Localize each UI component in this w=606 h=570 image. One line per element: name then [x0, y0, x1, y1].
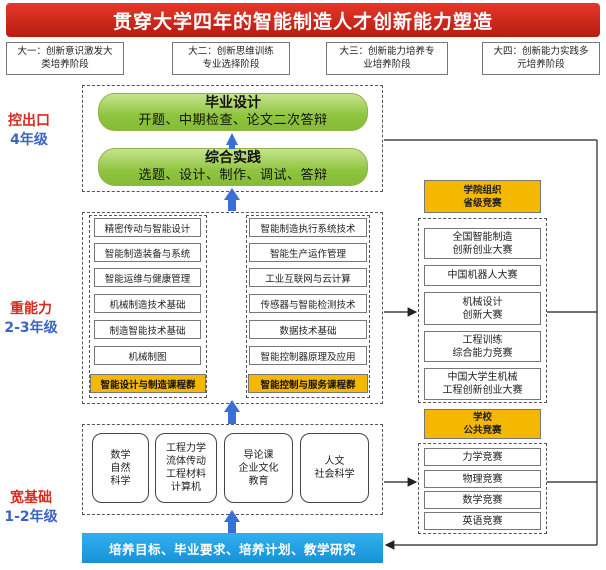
course-item: 智能制造装备与系统: [94, 243, 201, 262]
stage-year3: 大三：创新能力培养专业培养阶段: [326, 42, 448, 75]
left-course-group-label: 智能设计与制造课程群: [90, 374, 206, 393]
course-item: 机械制造技术基础: [94, 294, 201, 313]
stage-year2: 大二：创新思维训练专业选择阶段: [172, 42, 290, 75]
college-competition-header: 学院组织 省级竞赛: [424, 180, 541, 213]
training-goals-bar: 培养目标、毕业要求、培养计划、教学研究: [82, 533, 383, 563]
up-arrow-icon: [226, 133, 238, 149]
competition-item: 中国大学生机械工程创新创业大赛: [424, 368, 541, 400]
foundation-intro-culture: 导论课 企业文化 教育: [224, 433, 293, 503]
foundation-math-science: 数学 自然 科学: [92, 433, 149, 503]
up-arrow-icon: [224, 400, 240, 424]
competition-item: 物理竞赛: [424, 470, 541, 488]
level-exit: 控出口 4年级: [8, 113, 50, 148]
competition-item: 全国智能制造创新创业大赛: [424, 228, 541, 259]
course-item: 智能运维与健康管理: [94, 268, 201, 287]
course-item: 传感器与智能检测技术: [249, 294, 367, 313]
competition-item: 数学竞赛: [424, 491, 541, 509]
competition-item: 机械设计创新大赛: [424, 292, 541, 325]
course-item: 智能制造执行系统技术: [249, 218, 367, 237]
college-competition-group: [418, 218, 547, 403]
up-arrow-icon: [224, 188, 240, 211]
graduation-design: 毕业设计 开题、中期检查、论文二次答辩: [98, 93, 368, 131]
page-title: 贯穿大学四年的智能制造人才创新能力塑造: [112, 10, 493, 33]
course-item: 数据技术基础: [249, 320, 367, 339]
course-item: 制造智能技术基础: [94, 320, 201, 339]
school-competition-header: 学校 公共竞赛: [424, 409, 541, 439]
level-ability: 重能力 2-3年级: [4, 301, 58, 336]
course-item: 智能控制器原理及应用: [249, 346, 367, 365]
course-item: 机械制图: [94, 346, 201, 365]
foundation-engineering: 工程力学 流体传动 工程材料 计算机: [155, 433, 217, 503]
right-course-group: [246, 215, 370, 398]
stage-year1: 大一：创新意识激发大类培养阶段: [6, 42, 124, 75]
competition-item: 工程训练综合能力竞赛: [424, 331, 541, 362]
foundation-humanities: 人文 社会科学: [300, 433, 369, 503]
up-arrow-icon: [224, 510, 240, 533]
left-course-group: [89, 215, 207, 398]
course-item: 智能生产运作管理: [249, 243, 367, 262]
school-competition-group: [418, 443, 547, 534]
course-item: 工业互联网与云计算: [249, 268, 367, 287]
competition-item: 英语竞赛: [424, 512, 541, 530]
title-banner: 贯穿大学四年的智能制造人才创新能力塑造: [6, 3, 600, 37]
stage-year4: 大四：创新能力实践多元培养阶段: [482, 42, 600, 75]
level-foundation: 宽基础 1-2年级: [4, 490, 58, 525]
right-course-group-label: 智能控制与服务课程群: [248, 374, 368, 393]
competition-item: 力学竞赛: [424, 448, 541, 466]
competition-item: 中国机器人大赛: [424, 265, 541, 286]
course-item: 精密传动与智能设计: [94, 218, 201, 237]
